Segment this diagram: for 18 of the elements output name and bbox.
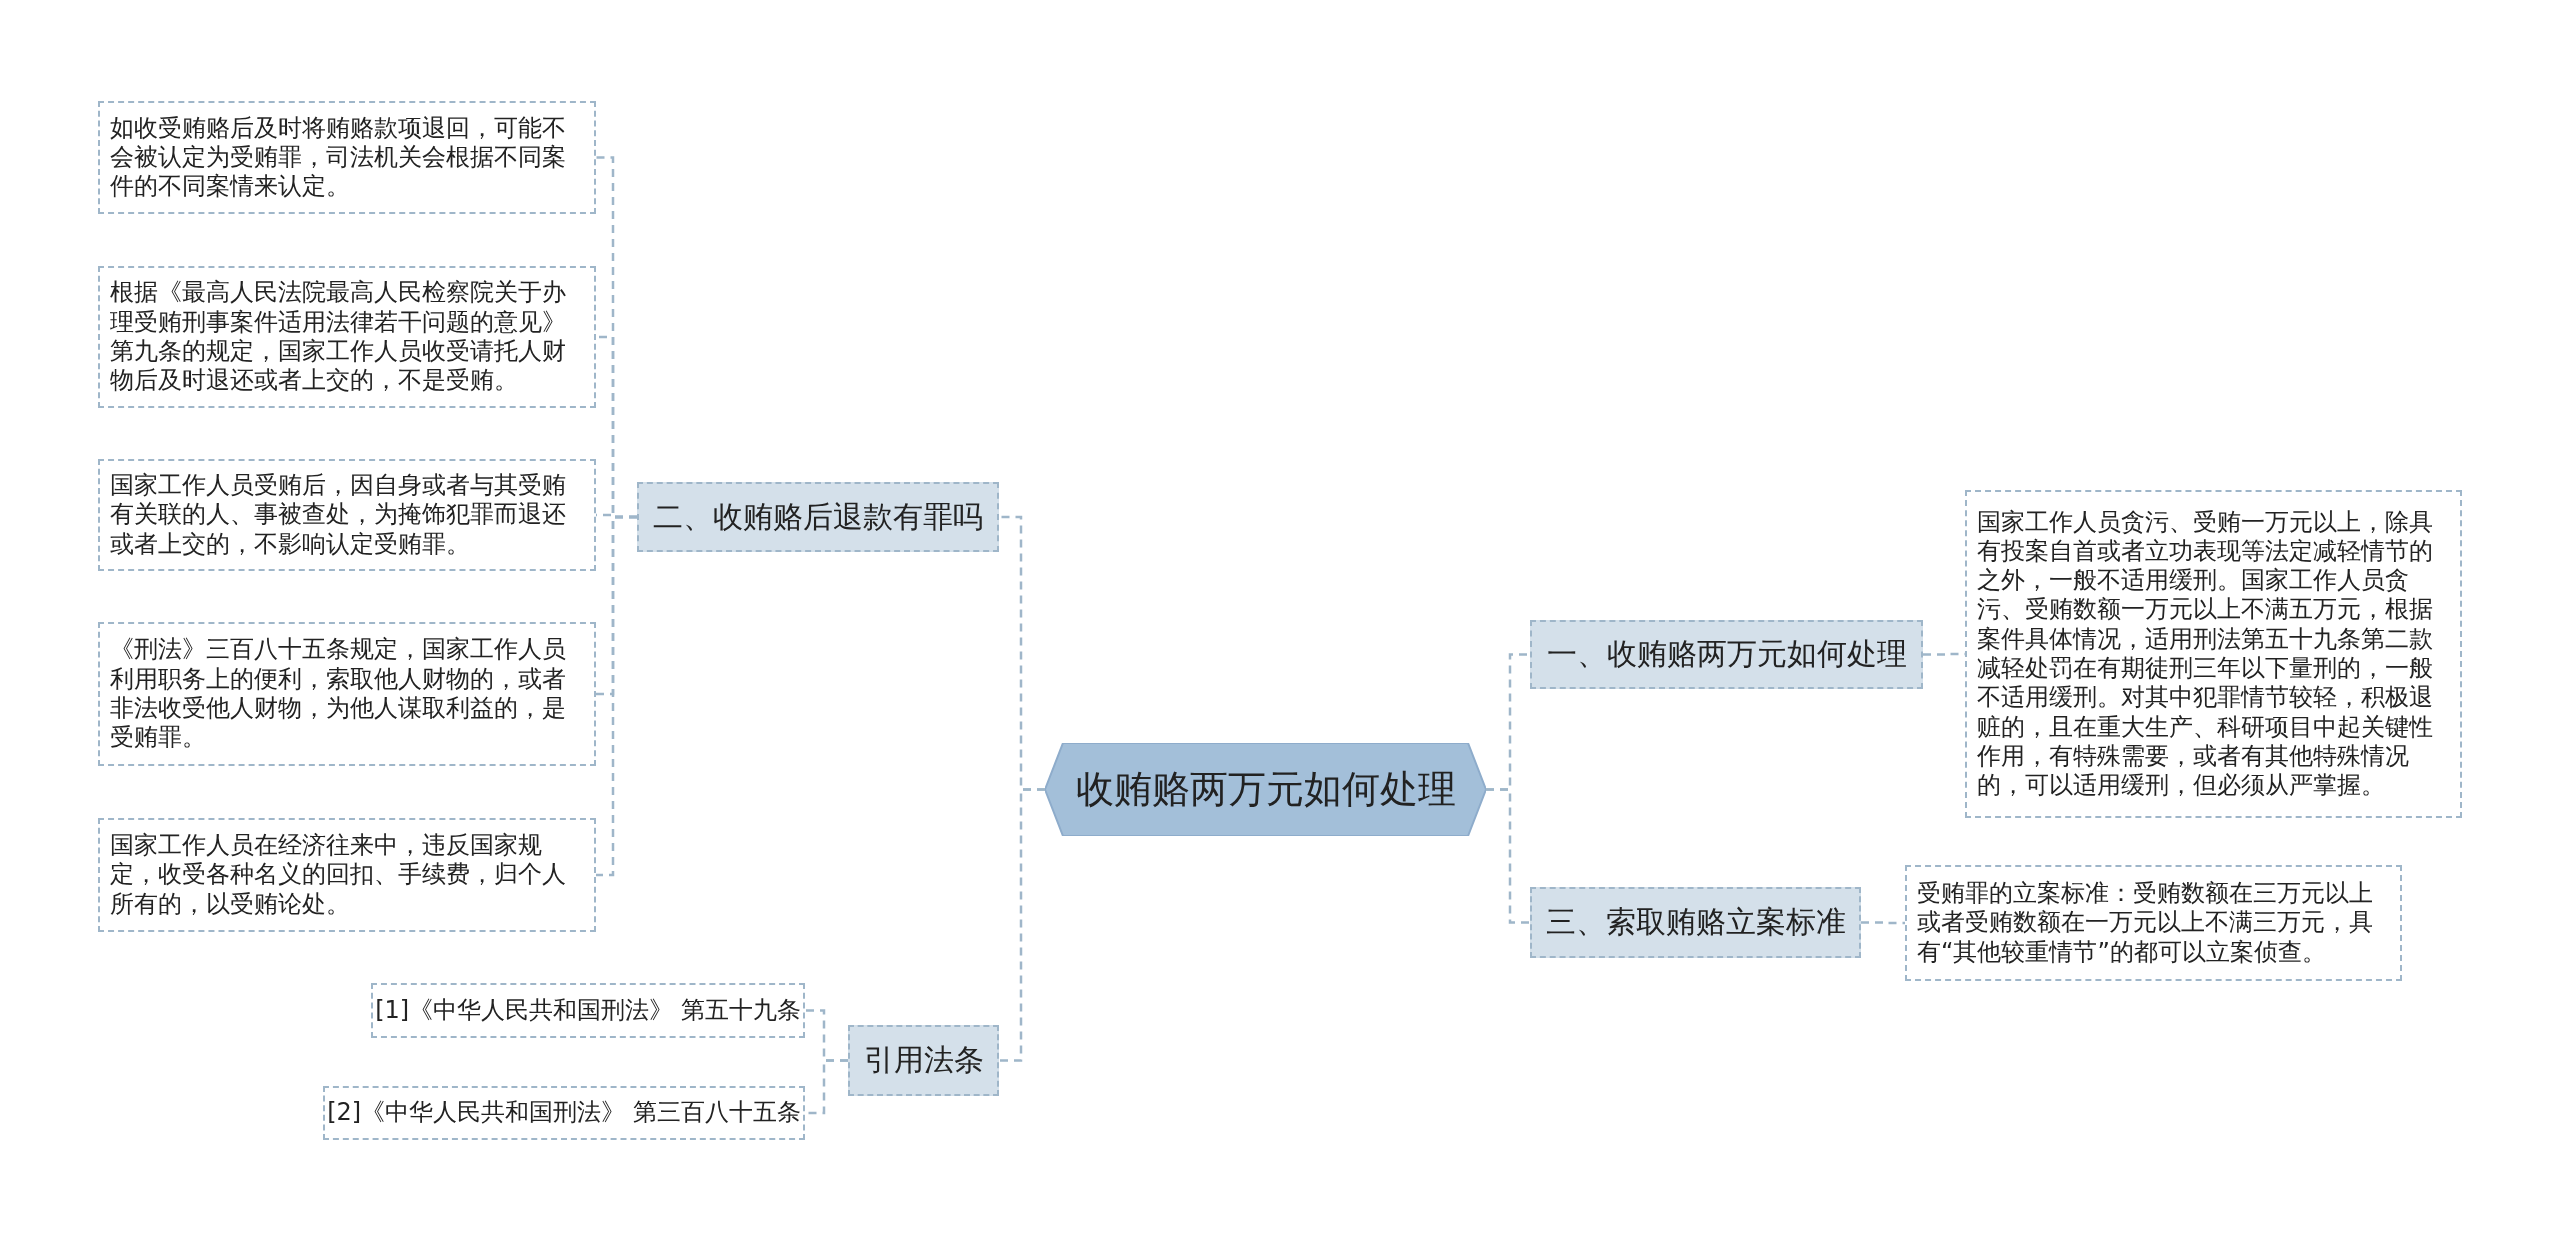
note-box: [2]《中华人民共和国刑法》 第三百八十五条 (323, 1086, 805, 1140)
note-box: 受贿罪的立案标准：受贿数额在三万元以上或者受贿数额在一万元以上不满三万元，具有“其他较重情节”的都可以立案侦查。 (1905, 865, 2402, 981)
topic-box: 引用法条 (848, 1025, 999, 1096)
note-box: 如收受贿赂后及时将贿赂款项退回，可能不会被认定为受贿罪，司法机关会根据不同案件的不同案情来认定。 (98, 101, 596, 214)
note-box: [1]《中华人民共和国刑法》 第五十九条 (371, 983, 805, 1038)
connector (999, 788, 1045, 1062)
note-box: 《刑法》三百八十五条规定，国家工作人员利用职务上的便利，索取他人财物的，或者非法收受他人财物，为他人谋取利益的，是受贿罪。 (98, 622, 596, 766)
topic-box: 一、收贿赂两万元如何处理 (1530, 620, 1923, 689)
connector (1861, 921, 1905, 925)
note-box: 根据《最高人民法院最高人民检察院关于办理受贿刑事案件适用法律若干问题的意见》第九条的规定，国家工作人员收受请托人财物后及时退还或者上交的，不是受贿。 (98, 266, 596, 408)
topic-box: 三、索取贿赂立案标准 (1530, 887, 1861, 958)
note-box: 国家工作人员受贿后，因自身或者与其受贿有关联的人、事被查处，为掩饰犯罪而退还或者上交的，不影响认定受贿罪。 (98, 459, 596, 571)
topic-box: 二、收贿赂后退款有罪吗 (637, 482, 999, 552)
connector (1486, 788, 1530, 924)
note-box: 国家工作人员贪污、受贿一万元以上，除具有投案自首或者立功表现等法定减轻情节的之外，一般不适用缓刑。国家工作人员贪污、受贿数额一万元以上不满五万元，根据案件具体情况，适用刑法第五十九条第二款减轻处罚在有期徒刑三年以下量刑的，一般不适用缓刑。对其中犯罪情节较轻，积极退赃的，且在重大生产、科研项目中起关键性作用，有特殊需要，或者有其他特殊情况的，可以适用缓刑，但必须从严掌握。 (1965, 490, 2462, 818)
connector (596, 515, 637, 877)
central-topic-hexagon: 收贿赂两万元如何处理 (1045, 743, 1486, 836)
note-box: 国家工作人员在经济往来中，违反国家规定，收受各种名义的回扣、手续费，归个人所有的，以受贿论处。 (98, 818, 596, 932)
